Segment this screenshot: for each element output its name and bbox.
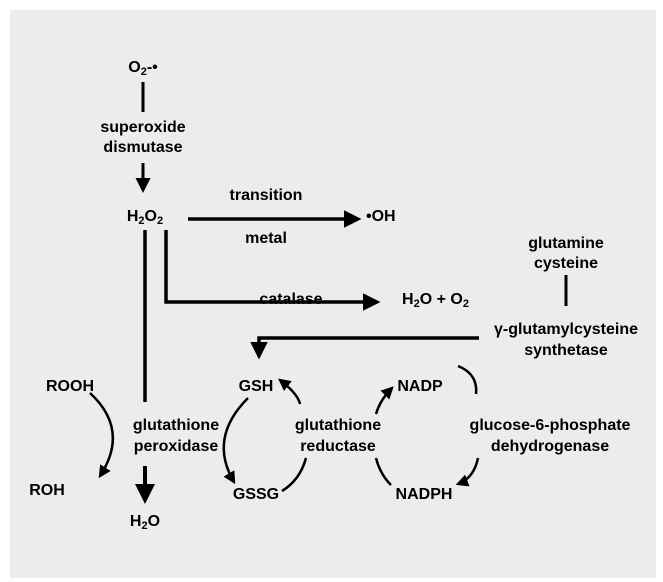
roh-node: ROH [29,482,65,499]
nadph-reductase-arc [374,457,392,486]
rooh-node: ROOH [46,378,94,395]
gsh-synthesis-arrow [250,336,479,360]
gcs-label-line1: γ-glutamylcysteine [493,321,639,338]
catalase-label: catalase [259,291,323,308]
water-oxygen-node: H2O + O2 [402,291,469,310]
hydroxyl-node: •OH [366,208,396,225]
g6pd-arc [455,457,480,487]
gssg-reductase-arc [281,457,308,493]
superoxide-node: O2-• [128,59,158,78]
nadp-regeneration-arc [374,386,394,415]
transition-label: transition [229,187,303,204]
nadp-node: NADP [397,378,443,395]
gssg-node: GSSG [232,486,280,503]
water-node: H2O [129,513,161,532]
metal-label: metal [245,230,287,247]
nadph-node: NADPH [395,486,453,503]
gpx-label-line2: peroxidase [133,438,219,455]
g6pd-label-line2: dehydrogenase [490,438,610,455]
gsh-node: GSH [238,378,274,395]
sod-label-line2: dismutase [103,139,183,156]
g6pd-label-line1: glucose-6-phosphate [469,417,631,434]
diagram-background [10,10,656,578]
glutamine-node: glutamine [528,235,604,252]
cysteine-node: cysteine [533,255,599,272]
gr-label-line2: reductase [300,438,376,455]
gpx-label-line1: glutathione [132,417,220,434]
nadp-reduction-arc [457,364,478,395]
rooh-roh-arrow [89,392,115,479]
gsh-oxidation-arc [222,397,249,485]
gsh-reduction-arc [278,378,302,405]
sod-label-line1: superoxide [100,119,186,136]
gcs-label-line2: synthetase [524,342,608,359]
hydrogen-peroxide-node: H2O2 [126,208,164,227]
catalase-arrow [164,230,381,311]
gr-label-line1: glutathione [294,417,382,434]
